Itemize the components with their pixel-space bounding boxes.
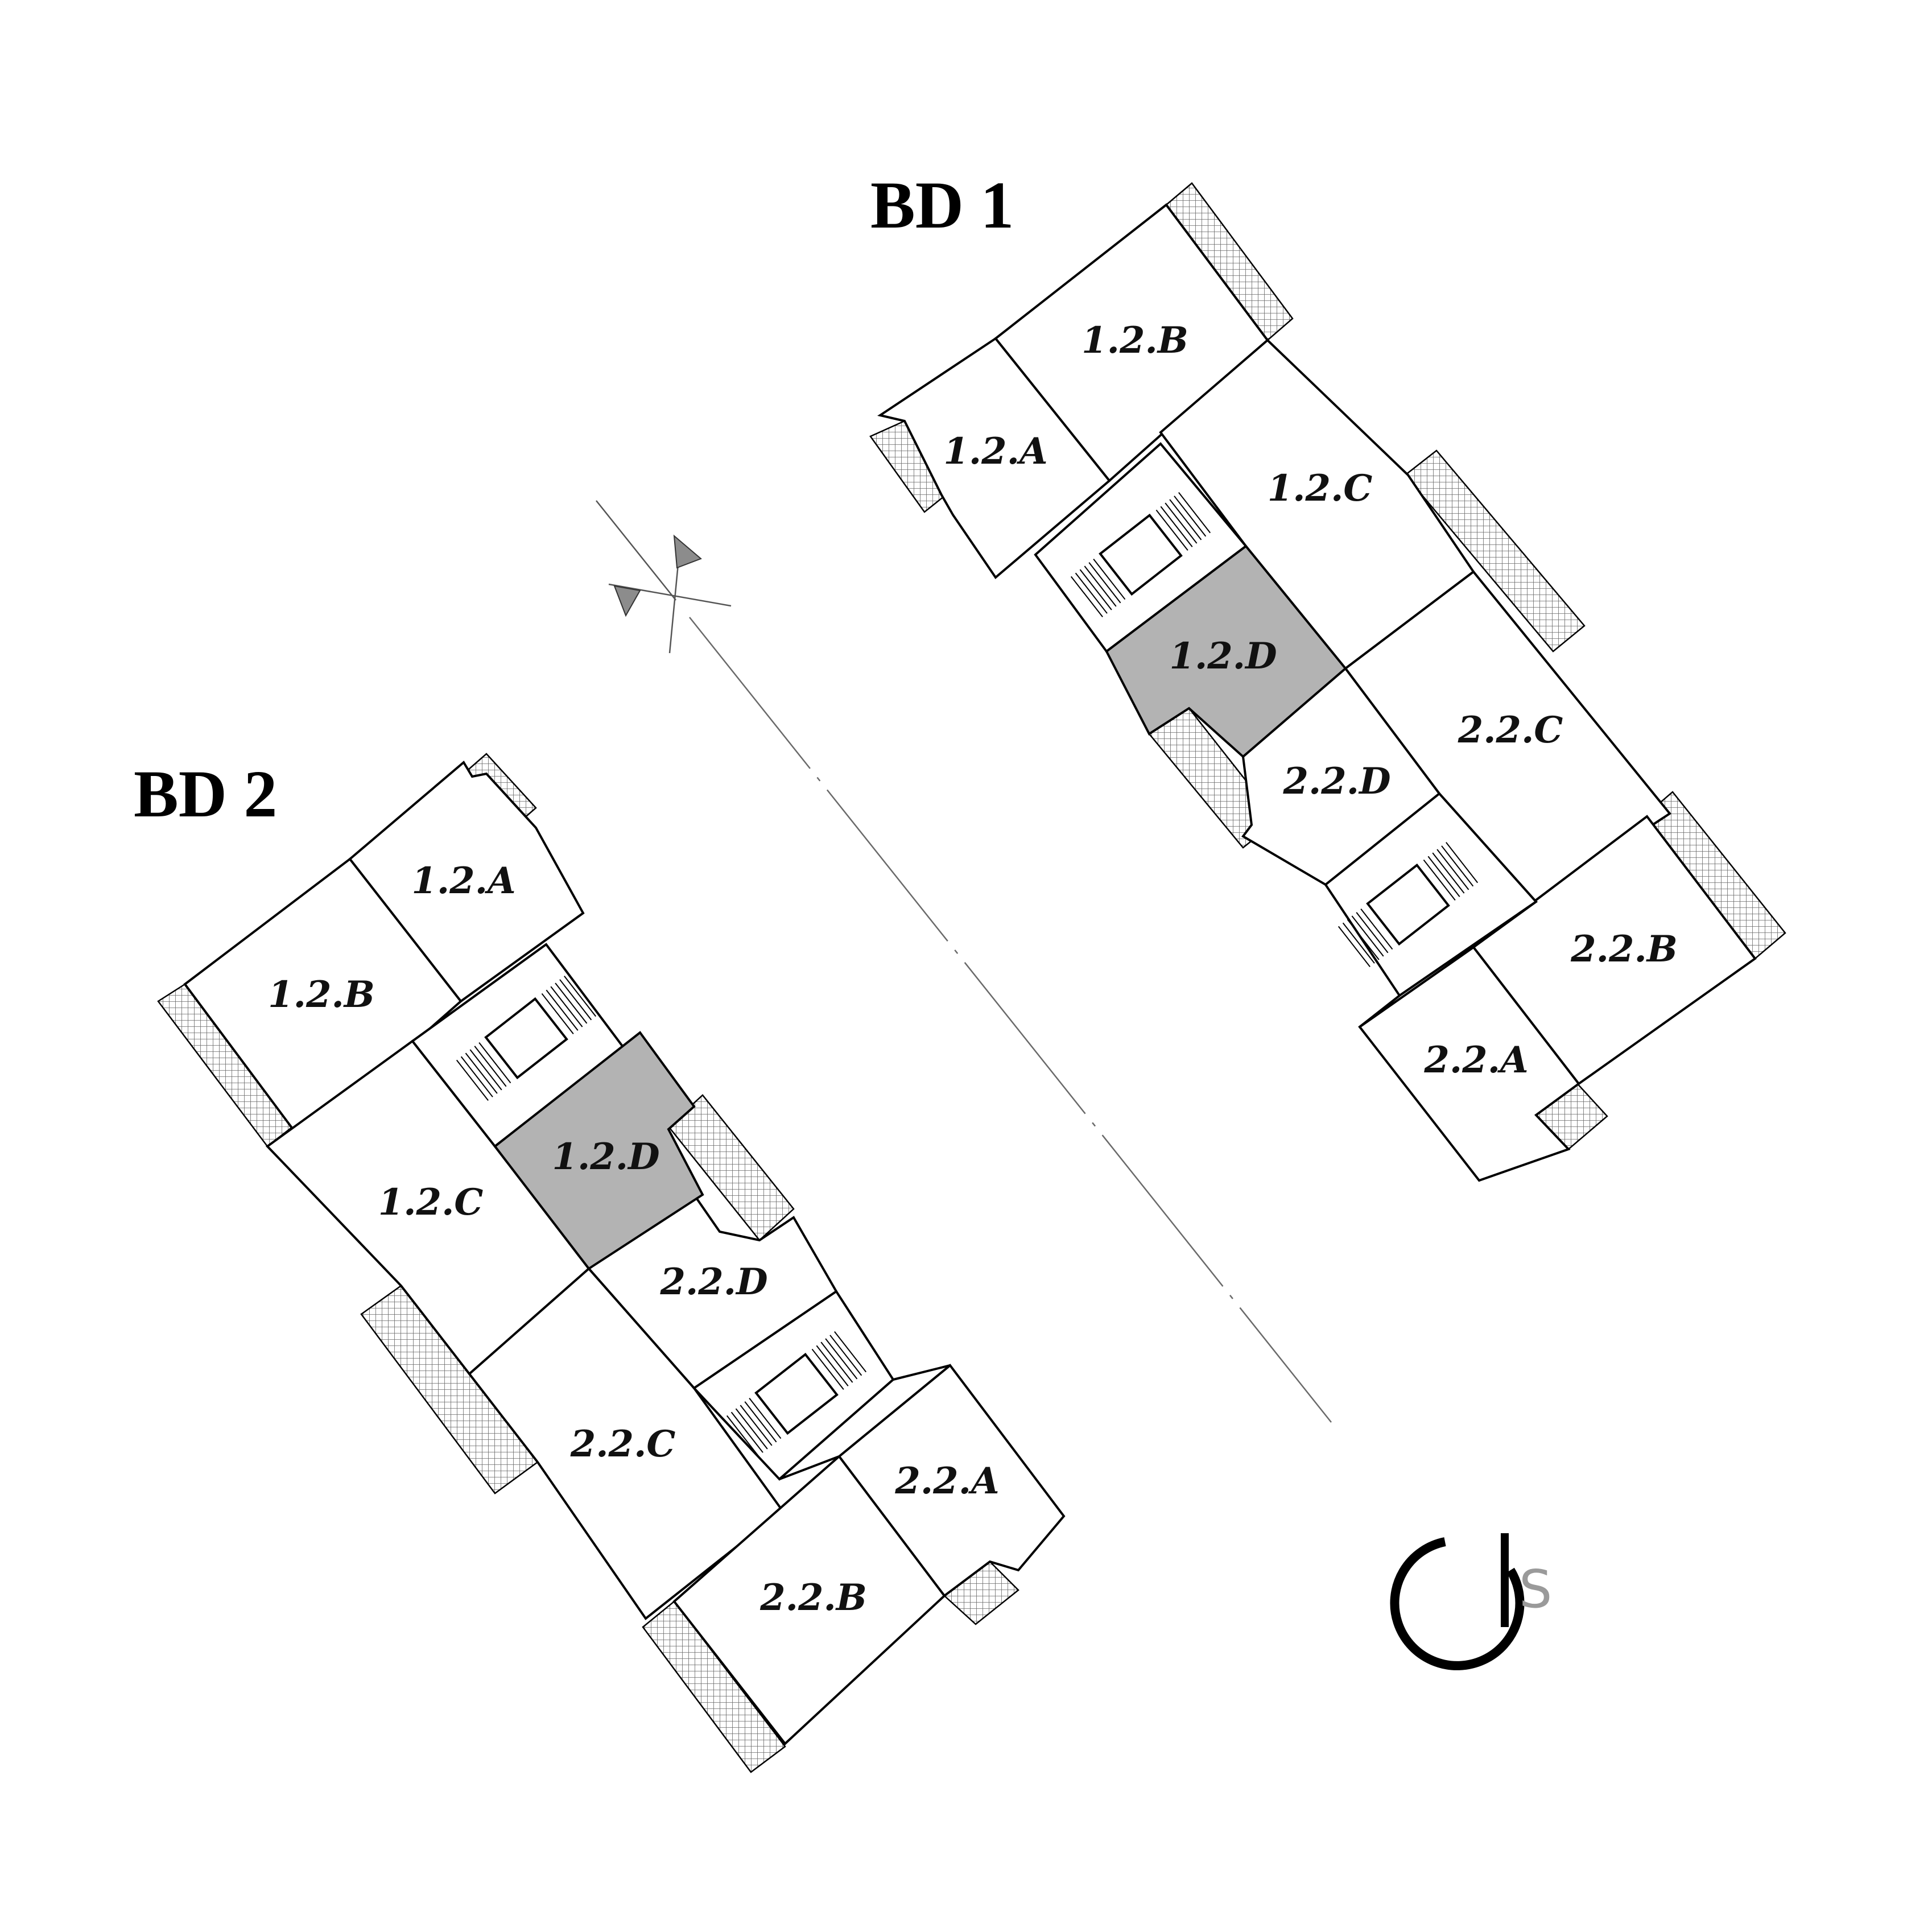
logo-letter: S <box>1519 1559 1552 1620</box>
north-arrow-icon <box>596 500 732 654</box>
unit-label-bd1-2.2.B: 2.2.B <box>1570 928 1678 971</box>
building-title-bd2: BD 2 <box>134 757 277 831</box>
unit-label-bd1-1.2.B: 1.2.B <box>1081 319 1188 362</box>
unit-label-bd2-1.2.B: 1.2.B <box>268 973 375 1016</box>
balcony-bd2-6 <box>642 1600 786 1773</box>
unit-bd2-1.2.A[interactable] <box>348 760 585 1003</box>
unit-label-bd2-1.2.D: 1.2.D <box>552 1136 660 1178</box>
balcony-bd1-3 <box>1404 449 1586 653</box>
unit-label-bd1-2.2.C: 2.2.C <box>1458 709 1563 752</box>
stair-icon-bd1-top <box>1070 492 1211 617</box>
unit-label-bd1-2.2.A: 2.2.A <box>1423 1039 1528 1081</box>
unit-label-bd2-2.2.B: 2.2.B <box>759 1576 867 1619</box>
unit-label-bd2-2.2.A: 2.2.A <box>894 1460 999 1502</box>
corridor-bd1-bottom <box>1359 901 1537 1028</box>
unit-label-bd1-2.2.D: 2.2.D <box>1282 760 1391 803</box>
unit-bd2-2.2.B[interactable] <box>672 1455 946 1745</box>
building-bd1: BD 1 1.2.B 1.2.A 1. <box>869 168 1786 1182</box>
unit-label-bd1-1.2.C: 1.2.C <box>1268 467 1373 510</box>
unit-label-bd1-1.2.D: 1.2.D <box>1169 635 1277 678</box>
site-axis-line <box>689 617 1332 1423</box>
unit-label-bd2-2.2.C: 2.2.C <box>570 1423 676 1465</box>
unit-bd1-1.2.A[interactable] <box>877 337 1111 579</box>
stair-icon-bd1-bottom <box>1337 842 1479 967</box>
building-bd2: BD 2 1.2.A 1.2.B 1. <box>134 753 1066 1773</box>
unit-label-bd2-1.2.C: 1.2.C <box>378 1181 484 1224</box>
stair-icon-bd2-bottom <box>726 1331 867 1456</box>
stair-icon-bd2-top <box>456 976 597 1101</box>
unit-label-bd2-2.2.D: 2.2.D <box>659 1261 768 1303</box>
unit-bd1-1.2.D[interactable] <box>1105 544 1347 758</box>
unit-label-bd1-1.2.A: 1.2.A <box>943 430 1047 473</box>
corridor-bd2-bottom <box>778 1364 951 1480</box>
unit-label-bd2-1.2.A: 1.2.A <box>411 860 515 902</box>
logo-icon: S <box>1390 1533 1552 1670</box>
unit-bd2-1.2.D[interactable] <box>493 1031 704 1270</box>
building-title-bd1: BD 1 <box>870 168 1014 242</box>
